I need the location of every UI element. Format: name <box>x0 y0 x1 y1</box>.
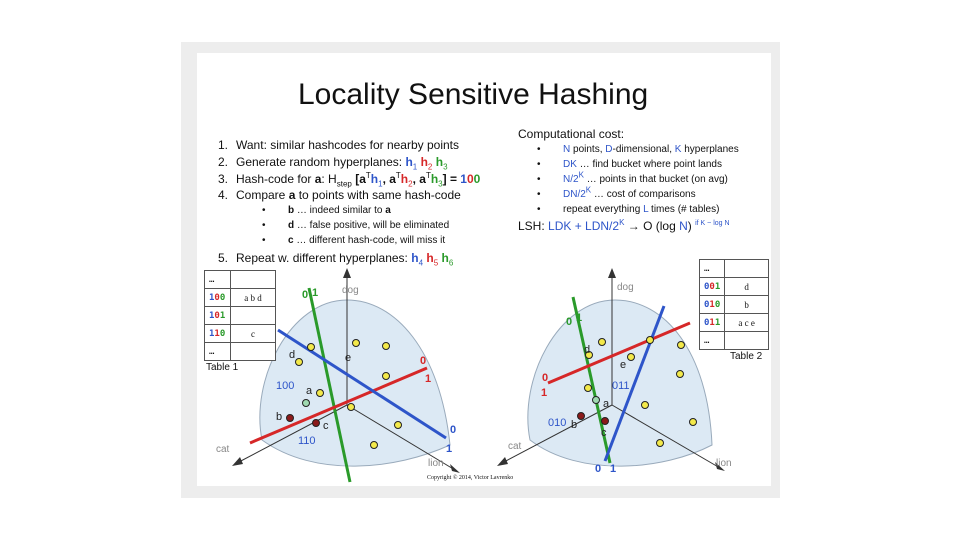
right-red-plane <box>547 321 691 385</box>
svg-text:b: b <box>276 411 282 423</box>
step-5: 5.Repeat w. different hyperplanes: h4 h5… <box>218 251 454 268</box>
cost-item-1: •N points, D-dimensional, K hyperplanes <box>537 144 739 155</box>
svg-text:1: 1 <box>312 287 318 299</box>
right-green-plane <box>571 296 612 464</box>
slide-title: Locality Sensitive Hashing <box>298 78 649 111</box>
svg-text:e: e <box>345 352 351 364</box>
svg-text:c: c <box>323 420 329 432</box>
svg-text:d: d <box>289 349 295 361</box>
table-row: 101 <box>204 306 276 325</box>
left-region-code-top: 100 <box>276 380 294 392</box>
left-axis-lion-label: lion <box>428 458 444 469</box>
cost-item-3: •N/2K … points in that bucket (on avg) <box>537 170 728 185</box>
left-axis-cat-label: cat <box>216 444 230 455</box>
svg-text:0: 0 <box>420 355 426 367</box>
cost-heading: Computational cost: <box>518 127 625 141</box>
right-region-code-left: 010 <box>548 417 566 429</box>
compare-item-c: •c … different hash-code, will miss it <box>262 235 446 246</box>
bucket-code-010: 010 <box>698 295 726 314</box>
bucket-code-101: 101 <box>204 306 231 325</box>
cost-item-2: •DK … find bucket where point lands <box>537 159 722 170</box>
svg-text:1: 1 <box>425 373 431 385</box>
table-row: … <box>698 259 769 278</box>
right-axis-dog-label: dog <box>617 282 634 293</box>
compare-item-d: •d … false positive, will be eliminated <box>262 220 450 231</box>
svg-text:e: e <box>620 359 626 371</box>
svg-text:1: 1 <box>541 387 547 399</box>
hash-code-100: 100 <box>460 172 481 186</box>
svg-text:0: 0 <box>542 372 548 384</box>
svg-text:b: b <box>571 419 577 431</box>
left-red-plane <box>249 366 428 445</box>
copyright: Copyright © 2014, Victor Lavrenko <box>427 475 514 481</box>
table-1-caption: Table 1 <box>206 362 239 373</box>
right-axis-lion-label: lion <box>716 458 732 469</box>
right-points <box>577 336 697 447</box>
step-2: 2.Generate random hyperplanes: h1 h2 h3 <box>218 155 448 172</box>
right-blue-plane <box>603 305 666 462</box>
left-green-plane <box>307 287 352 483</box>
step-3: 3.Hash-code for a: Hstep [aTh1, aTh2, aT… <box>218 171 481 189</box>
svg-text:0: 0 <box>566 316 572 328</box>
cost-item-5: •repeat everything L times (# tables) <box>537 204 720 215</box>
right-diagram: dog cat lion 0 1 0 1 0 1 011 010 d <box>497 268 732 475</box>
svg-text:0: 0 <box>302 289 308 301</box>
left-diagram: dog cat lion 0 1 0 1 0 1 100 110 d e <box>216 268 460 483</box>
compare-item-b: •b … indeed similar to a <box>262 205 391 216</box>
table-2-caption: Table 2 <box>730 351 763 362</box>
right-region-code-middle: 011 <box>612 380 630 392</box>
table-row: … <box>698 331 769 350</box>
left-region-code-bottom: 110 <box>298 435 316 447</box>
bucket-code-110: 110 <box>204 324 231 343</box>
table-row: … <box>204 342 276 361</box>
bucket-code-100: 100 <box>204 288 231 307</box>
right-axis-lion <box>611 404 721 469</box>
step-4: 4.Compare a to points with same hash-cod… <box>218 188 461 202</box>
left-points <box>286 339 402 449</box>
svg-text:0: 0 <box>450 424 456 436</box>
table-row: … <box>204 270 276 289</box>
left-axis-dog-label: dog <box>342 285 359 296</box>
svg-text:1: 1 <box>446 443 452 455</box>
left-blue-plane <box>277 328 447 440</box>
svg-text:d: d <box>584 344 590 356</box>
svg-text:a: a <box>603 398 610 410</box>
left-axis-lion <box>346 404 456 471</box>
svg-text:1: 1 <box>576 312 582 324</box>
cost-item-4: •DN/2K … cost of comparisons <box>537 185 696 200</box>
lsh-formula: LSH: LDK + LDN/2K → O (log N) if K ~ log… <box>518 218 730 234</box>
svg-text:a: a <box>306 385 313 397</box>
left-axis-cat <box>236 404 348 464</box>
left-region <box>259 299 451 467</box>
svg-text:c: c <box>601 427 607 439</box>
svg-text:1: 1 <box>610 463 616 475</box>
step-1: 1.Want: similar hashcodes for nearby poi… <box>218 138 459 152</box>
svg-text:0: 0 <box>595 463 601 475</box>
bucket-code-011: 011 <box>698 313 726 332</box>
right-axis-cat <box>501 404 613 464</box>
right-axis-cat-label: cat <box>508 441 522 452</box>
bucket-code-001: 001 <box>698 277 726 296</box>
